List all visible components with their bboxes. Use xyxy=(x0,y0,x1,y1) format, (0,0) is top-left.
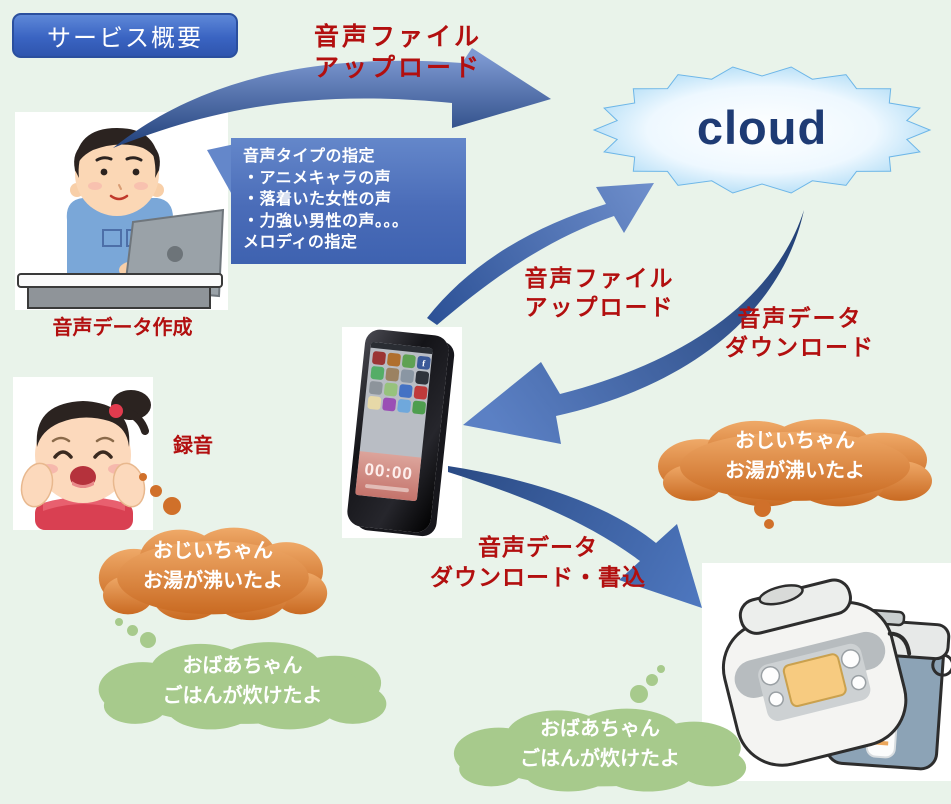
rice-cooker-icon xyxy=(721,578,912,767)
arrow-person-to-cloud xyxy=(113,48,551,148)
bubble-tail xyxy=(150,485,162,497)
bubble-tail xyxy=(646,674,658,686)
appliances-illustration xyxy=(702,563,951,781)
bubble-line: おじいちゃん xyxy=(735,430,855,452)
bubble-text: おじいちゃん お湯が沸いたよ xyxy=(88,536,338,596)
bubble-tail xyxy=(630,685,648,703)
label-line: 音声データ xyxy=(737,305,863,331)
label-download-right: 音声データ ダウンロード xyxy=(700,304,900,362)
label-upload-mid: 音声ファイル アップロード xyxy=(502,264,697,322)
bubble-text: おじいちゃん お湯が沸いたよ xyxy=(645,426,945,486)
label-line: ダウンロード・書込 xyxy=(430,564,646,590)
recording-girl-icon xyxy=(20,390,151,530)
thought-bubble-grandma-bottom: おばあちゃん ごはんが炊けたよ xyxy=(440,700,760,795)
title-box: サービス概要 xyxy=(12,13,238,58)
record-caption: 録音 xyxy=(173,435,213,457)
bubble-shape xyxy=(658,419,932,507)
arrow-phone-to-appliances xyxy=(448,466,702,608)
bubble-tail xyxy=(139,473,147,481)
bubble-shape xyxy=(453,708,747,792)
thought-bubble-grandma-left: おばあちゃん ごはんが炊けたよ xyxy=(85,633,400,733)
bubble-tail xyxy=(754,500,771,517)
smartphone-illustration: f 00:00 xyxy=(342,327,462,538)
label-line: 音声ファイル xyxy=(313,23,482,51)
rice-cooker-kettle-icon xyxy=(721,578,951,771)
bubble-tail xyxy=(140,632,156,648)
bubble-line: ごはんが炊けたよ xyxy=(162,685,323,707)
label-line: ダウンロード xyxy=(725,334,875,360)
person-at-computer-icon xyxy=(17,128,225,309)
person-illustration xyxy=(15,112,228,310)
bubble-text: おばあちゃん ごはんが炊けたよ xyxy=(440,714,760,774)
callout-line: ・落着いた女性の声 xyxy=(243,191,392,208)
bubble-shape xyxy=(98,642,387,730)
arrow-phone-to-cloud xyxy=(427,183,654,325)
bubble-tail xyxy=(657,665,665,673)
bubble-line: おばあちゃん xyxy=(182,655,303,677)
bubble-line: おばあちゃん xyxy=(540,718,660,740)
bubble-text: おばあちゃん ごはんが炊けたよ xyxy=(85,651,400,711)
person-caption: 音声データ作成 xyxy=(52,317,193,339)
label-line: 音声ファイル xyxy=(524,265,675,291)
bubble-line: ごはんが炊けたよ xyxy=(520,748,680,770)
thought-bubble-grandpa-right: おじいちゃん お湯が沸いたよ xyxy=(645,410,945,510)
arrow-cloud-to-phone xyxy=(463,210,804,444)
bubble-tail xyxy=(115,618,123,626)
label-line: 音声データ xyxy=(478,534,598,560)
page-title: サービス概要 xyxy=(47,25,203,52)
bubble-line: お湯が沸いたよ xyxy=(143,570,283,592)
bubble-line: お湯が沸いたよ xyxy=(725,460,865,482)
bubble-tail xyxy=(163,497,181,515)
callout-line: 音声タイプの指定 xyxy=(243,148,376,165)
label-download-write: 音声データ ダウンロード・書込 xyxy=(408,532,668,592)
bubble-tail xyxy=(764,519,774,529)
thought-bubble-grandpa-left: おじいちゃん お湯が沸いたよ xyxy=(88,518,338,624)
girl-illustration xyxy=(13,377,153,530)
label-line: アップロード xyxy=(313,54,482,82)
callout-line: ・アニメキャラの声 xyxy=(243,169,392,187)
cloud-shape xyxy=(592,66,932,194)
callout-pointer xyxy=(207,144,235,200)
label-line: アップロード xyxy=(524,294,675,320)
bubble-tail xyxy=(127,625,138,636)
callout-line: ・力強い男性の声。。。 xyxy=(243,212,409,230)
label-upload-top: 音声ファイル アップロード xyxy=(298,22,498,84)
cloud-label: cloud xyxy=(696,100,828,154)
bubble-shape xyxy=(98,527,328,621)
bubble-line: おじいちゃん xyxy=(153,540,273,562)
callout-box: 音声タイプの指定 ・アニメキャラの声 ・落着いた女性の声 ・力強い男性の声。。。… xyxy=(231,138,466,264)
callout-line: メロディの指定 xyxy=(243,234,358,251)
